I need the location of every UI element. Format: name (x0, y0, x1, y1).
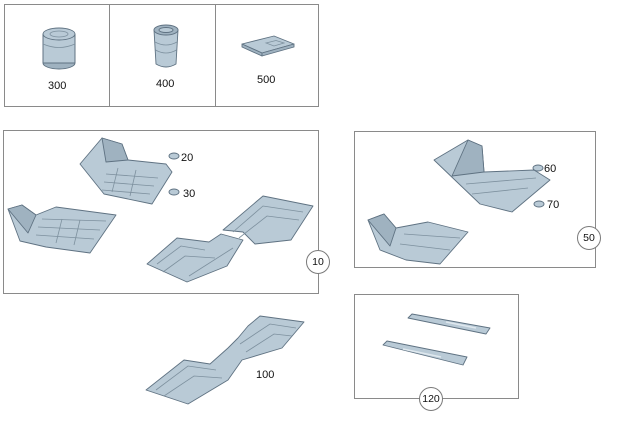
clip-part-60[interactable] (532, 164, 544, 172)
callout-circle-120: 120 (419, 387, 443, 411)
callout-circle-10: 10 (306, 250, 330, 274)
callout-300: 300 (48, 80, 67, 92)
canister-part-300-illustration[interactable] (36, 26, 82, 72)
callout-60: 60 (544, 163, 557, 175)
clip-part-70[interactable] (533, 200, 545, 208)
panel-part-500 (215, 4, 319, 107)
sill-plate-upper[interactable] (406, 312, 492, 336)
panel-sill-plates-120 (354, 294, 519, 399)
passenger-floor-mat-50[interactable] (366, 212, 472, 266)
callout-70: 70 (547, 199, 560, 211)
clip-part-20[interactable] (168, 152, 180, 160)
rear-floor-mat-100[interactable] (144, 314, 308, 408)
callout-500: 500 (257, 74, 276, 86)
sill-plate-lower[interactable] (381, 339, 469, 367)
rear-floor-mat[interactable] (143, 190, 317, 284)
cup-part-400-illustration[interactable] (150, 20, 182, 72)
card-part-500-illustration[interactable] (240, 34, 296, 57)
front-left-floor-mat[interactable] (78, 134, 174, 208)
clip-part-30[interactable] (168, 188, 180, 196)
callout-circle-50: 50 (577, 226, 601, 250)
callout-30: 30 (183, 188, 196, 200)
callout-400: 400 (156, 78, 175, 90)
callout-20: 20 (181, 152, 194, 164)
front-right-floor-mat[interactable] (6, 203, 118, 255)
callout-100: 100 (256, 369, 275, 381)
